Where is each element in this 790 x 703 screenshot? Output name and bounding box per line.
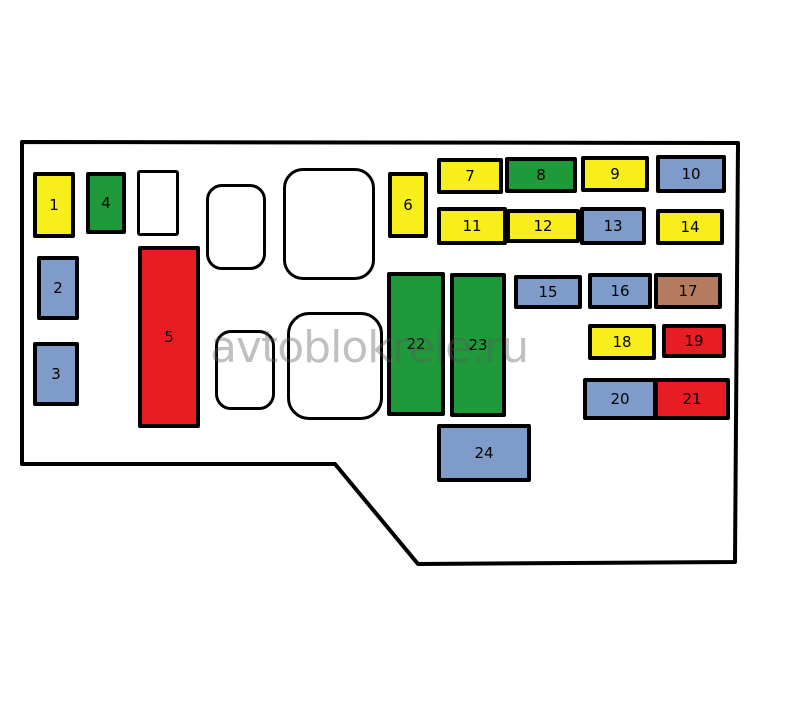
fuse-19[interactable]: 19: [662, 324, 726, 358]
fuse-label: 8: [536, 166, 546, 184]
fuse-label: 7: [465, 167, 475, 185]
fuse-label: 22: [406, 335, 426, 353]
fuse-label: 4: [101, 194, 111, 212]
fuse-label: 21: [682, 390, 702, 408]
fuse-9[interactable]: 9: [581, 156, 649, 192]
fuse-7[interactable]: 7: [437, 158, 503, 194]
empty-slot-lower-right: [287, 312, 383, 420]
fuse-2[interactable]: 2: [37, 256, 79, 320]
fuse-13[interactable]: 13: [580, 207, 646, 245]
fuse-label: 20: [610, 390, 630, 408]
fuse-8[interactable]: 8: [505, 157, 577, 193]
fuse-17[interactable]: 17: [654, 273, 722, 309]
fuse-15[interactable]: 15: [514, 275, 582, 309]
fuse-label: 15: [538, 283, 558, 301]
fuse-12[interactable]: 12: [506, 209, 580, 243]
fuse-label: 19: [684, 332, 704, 350]
fuse-24[interactable]: 24: [437, 424, 531, 482]
fuse-18[interactable]: 18: [588, 324, 656, 360]
fuse-14[interactable]: 14: [656, 209, 724, 245]
empty-slot-upper-right: [283, 168, 375, 280]
empty-slot-upper-left: [206, 184, 266, 270]
fuse-label: 10: [681, 165, 701, 183]
fuse-label: 13: [603, 217, 623, 235]
empty-slot-lower-left: [215, 330, 275, 410]
fuse-20[interactable]: 20: [583, 378, 657, 420]
fuse-label: 1: [49, 196, 59, 214]
fuse-21[interactable]: 21: [654, 378, 730, 420]
fuse-label: 9: [610, 165, 620, 183]
fuse-11[interactable]: 11: [437, 207, 507, 245]
fuse-label: 3: [51, 365, 61, 383]
fuse-5[interactable]: 5: [138, 246, 200, 428]
fuse-16[interactable]: 16: [588, 273, 652, 309]
empty-slot-small: [137, 170, 179, 236]
fuse-4[interactable]: 4: [86, 172, 126, 234]
fuse-label: 17: [678, 282, 698, 300]
fuse-label: 24: [474, 444, 494, 462]
watermark-text: avtoblokrele.ru: [210, 322, 529, 373]
fuse-10[interactable]: 10: [656, 155, 726, 193]
fuse-1[interactable]: 1: [33, 172, 75, 238]
fuse-3[interactable]: 3: [33, 342, 79, 406]
fuse-label: 6: [403, 196, 413, 214]
fuse-23[interactable]: 23: [450, 273, 506, 417]
fuse-label: 16: [610, 282, 630, 300]
fuse-label: 2: [53, 279, 63, 297]
fuse-label: 14: [680, 218, 700, 236]
fuse-label: 12: [533, 217, 553, 235]
fuse-label: 18: [612, 333, 632, 351]
fuse-label: 11: [462, 217, 482, 235]
fuse-22[interactable]: 22: [387, 272, 445, 416]
fuse-label: 5: [164, 328, 174, 346]
fuse-label: 23: [468, 336, 488, 354]
fuse-6[interactable]: 6: [388, 172, 428, 238]
